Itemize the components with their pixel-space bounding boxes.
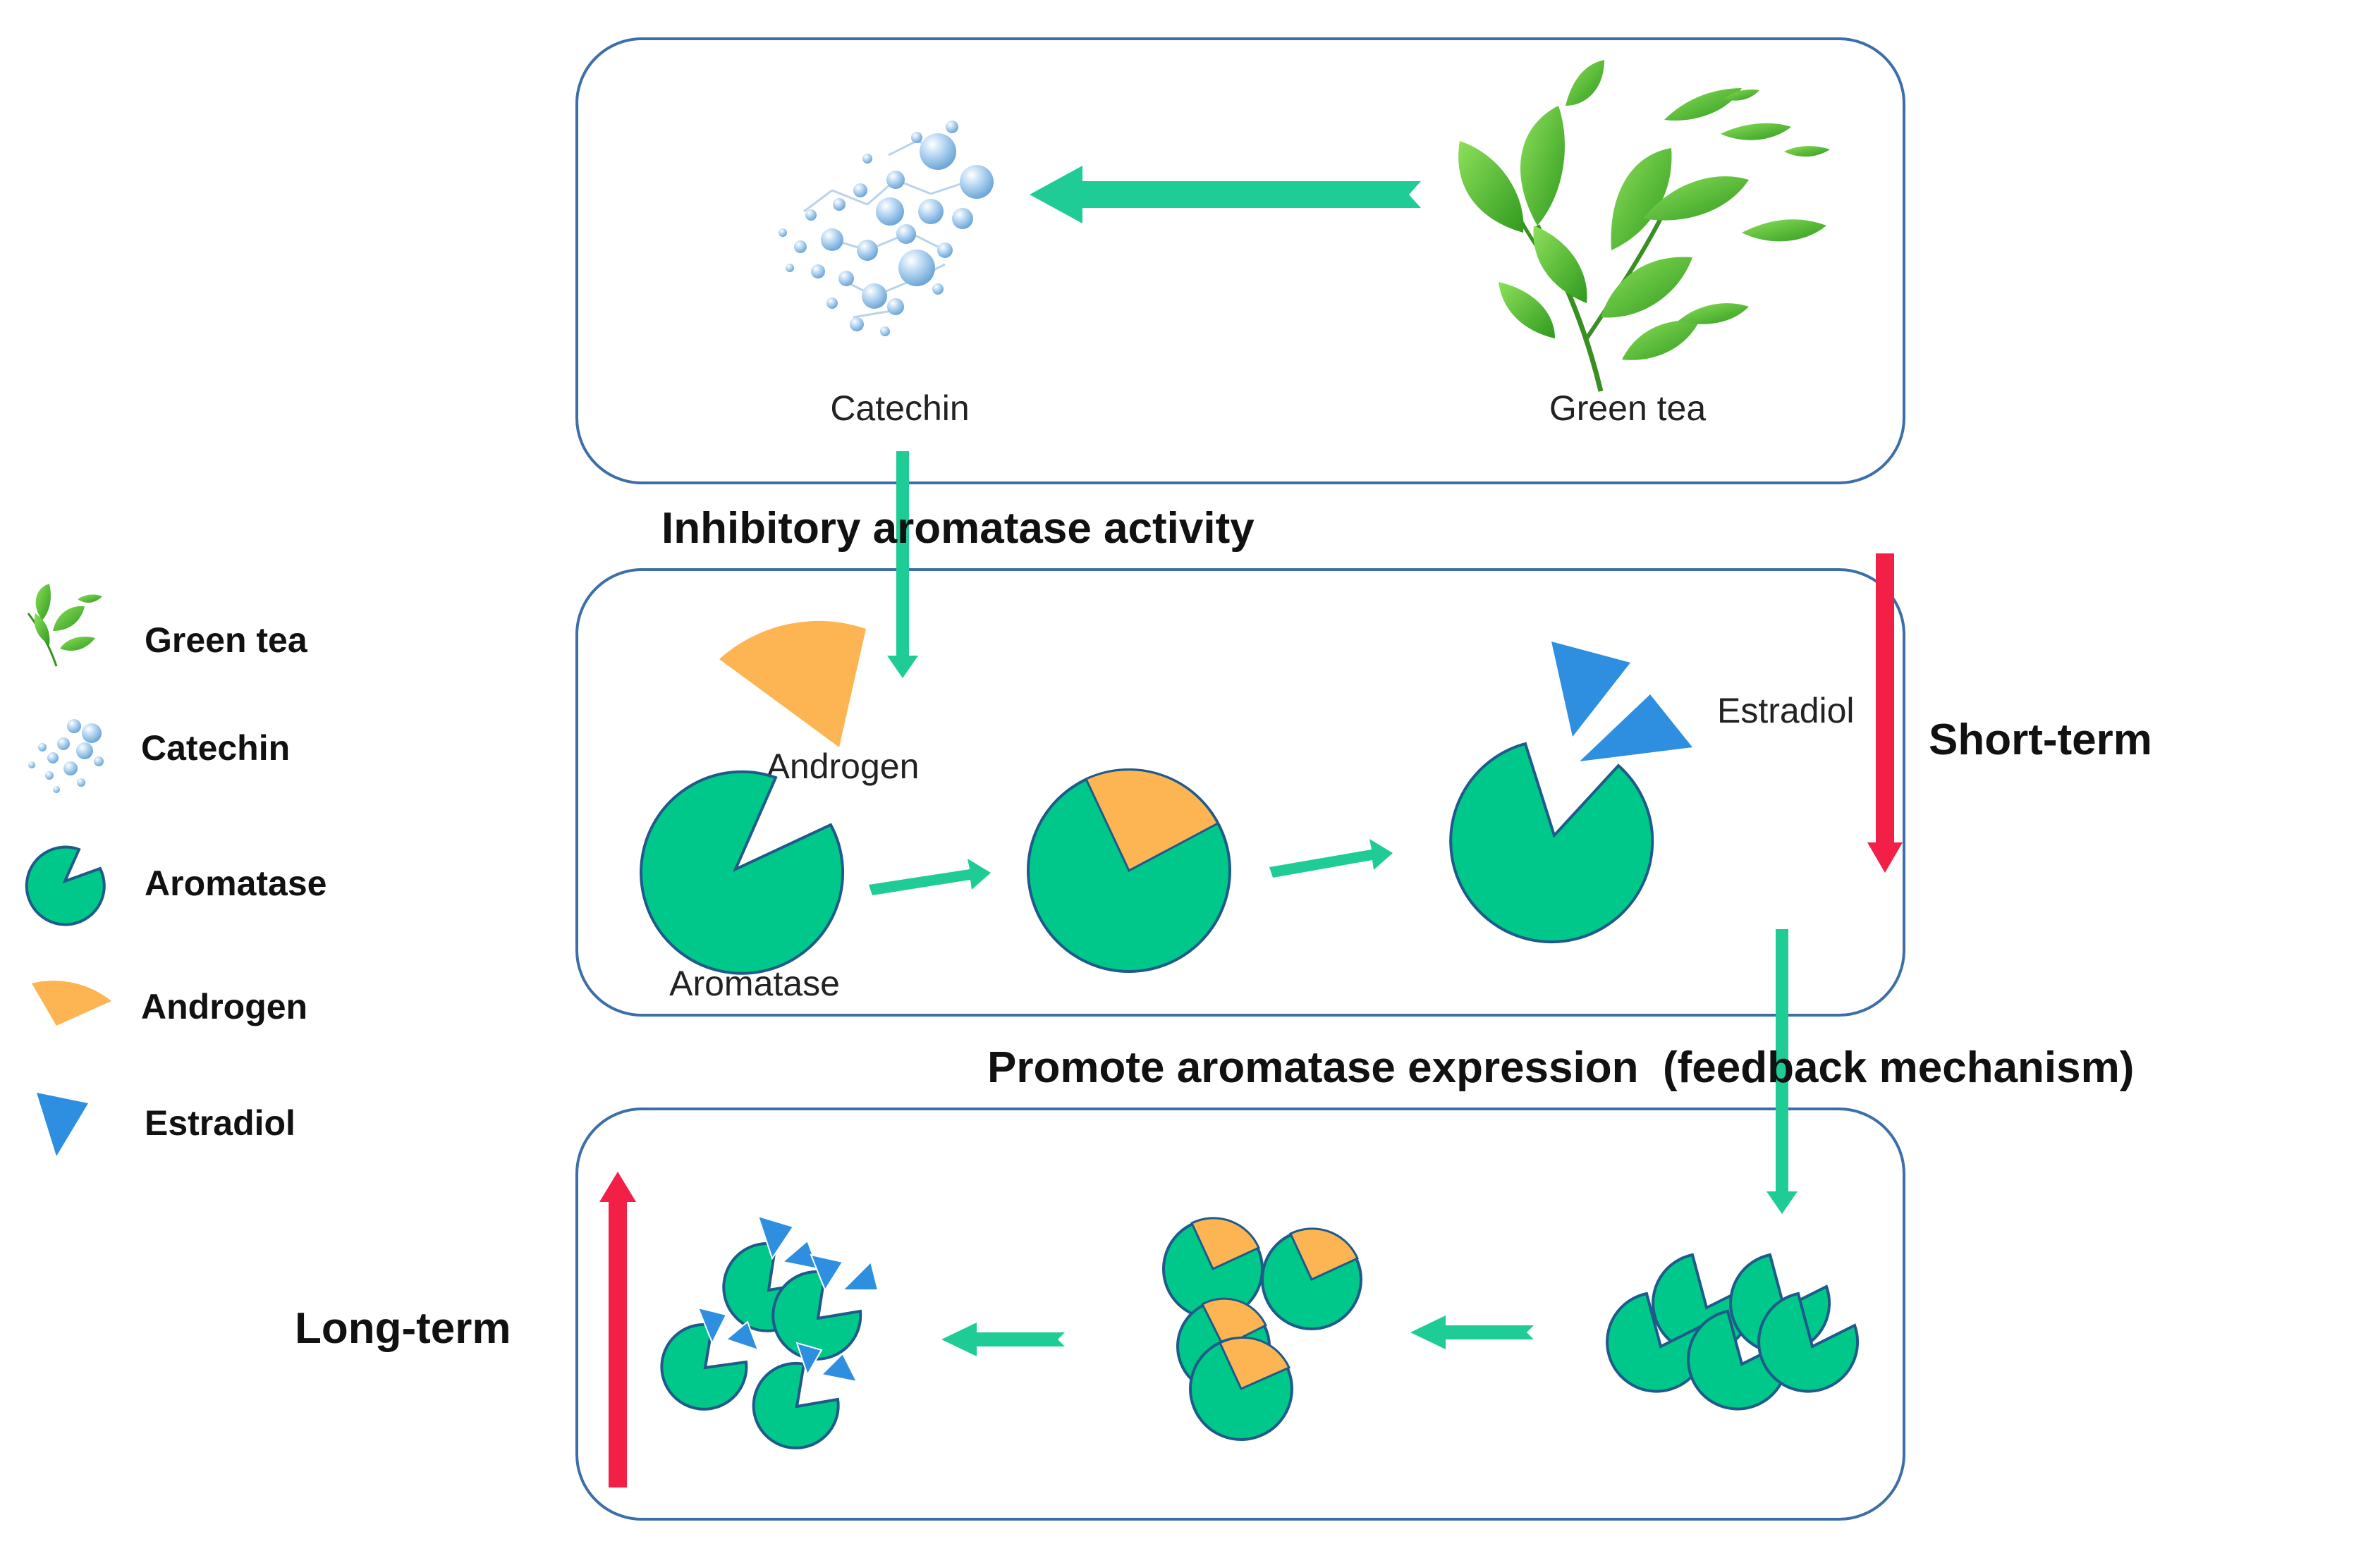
catechin-icon: [28, 719, 104, 793]
green-tea-icon: [27, 584, 102, 667]
legend-label: Aromatase: [145, 864, 327, 903]
green-tea-plant-icon: [1458, 60, 1830, 392]
production-arrow: [941, 1323, 1065, 1356]
long-term-label: Long-term: [295, 1304, 511, 1353]
legend-label: Green tea: [145, 620, 308, 660]
conversion-arrow: [1269, 839, 1393, 878]
estradiol-shapes: [1551, 642, 1692, 761]
legend-label: Catechin: [141, 728, 290, 768]
legend: Green tea Catechin Aromatase Androgen Es…: [25, 584, 327, 1156]
aromatase-shape-released: [1449, 742, 1654, 944]
legend-label: Androgen: [141, 987, 307, 1026]
short-term-arrow: [1867, 553, 1903, 873]
binding-arrow: [869, 859, 991, 895]
inhibitory-activity-label: Inhibitory aromatase activity: [661, 504, 1255, 553]
feedback-arrow: [1766, 929, 1798, 1214]
long-term-arrow: [599, 1172, 636, 1487]
short-term-label: Short-term: [1929, 716, 2152, 764]
androgen-shape: [719, 620, 866, 747]
aromatase-cluster: [1606, 1253, 1860, 1411]
promote-expression-label: Promote aromatase expression (feedback m…: [987, 1043, 2134, 1092]
aromatase-shape: [640, 770, 845, 975]
middle-panel: [575, 568, 1905, 1017]
green-tea-label: Green tea: [1549, 388, 1707, 428]
top-panel: [575, 37, 1905, 484]
estradiol-icon: [37, 1093, 88, 1156]
aromatase-androgen-complex: [1027, 768, 1231, 973]
aromatase-icon: [25, 845, 106, 926]
bottom-panel: [575, 1108, 1905, 1521]
androgen-label: Androgen: [767, 747, 920, 786]
green-tea-to-catechin-arrow: [1030, 166, 1421, 223]
catechin-inhibition-arrow: [887, 451, 918, 678]
catechin-molecule-icon: [779, 121, 994, 336]
catechin-label: Catechin: [830, 388, 969, 428]
expression-arrow: [1410, 1315, 1534, 1349]
aromatase-estradiol-cluster: [660, 1215, 879, 1449]
aromatase-androgen-cluster: [1162, 1217, 1362, 1441]
androgen-icon: [32, 981, 111, 1026]
aromatase-label: Aromatase: [669, 964, 840, 1003]
estradiol-label: Estradiol: [1717, 691, 1855, 730]
legend-label: Estradiol: [145, 1103, 295, 1143]
